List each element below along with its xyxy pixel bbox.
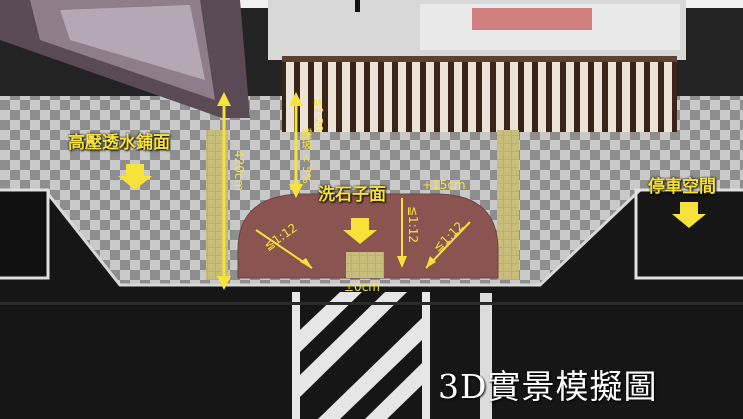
- label-plus-15: +15cm: [422, 178, 466, 192]
- arrow-down-icon: [672, 202, 706, 228]
- caption: 3D實景模擬圖: [438, 367, 658, 406]
- parking-bay-left: [0, 188, 50, 280]
- parking-bay-right: [634, 188, 743, 280]
- arrow-down-icon: [343, 218, 377, 244]
- label-permeable-paving: 高壓透水鋪面: [68, 133, 170, 153]
- arrow-down-icon: [118, 164, 152, 190]
- label-slope-max: ≦1:20: [312, 98, 325, 132]
- permeable-paving-area: [0, 96, 743, 285]
- crosswalk: [292, 292, 430, 419]
- label-washed-pebble: 洗石子面: [318, 185, 386, 205]
- label-zero: ±0cm: [344, 280, 380, 294]
- lane-line: [480, 293, 492, 419]
- striped-awning: [282, 56, 677, 132]
- label-420cm: 420cm: [232, 150, 246, 192]
- tactile-square: [346, 252, 384, 278]
- tactile-strip-right: [497, 130, 519, 280]
- label-parking-space: 停車空間: [648, 177, 716, 197]
- label-slope-note: 縱坡 < 5%: [300, 128, 313, 184]
- label-ramp-center: ≦1:12: [406, 206, 420, 244]
